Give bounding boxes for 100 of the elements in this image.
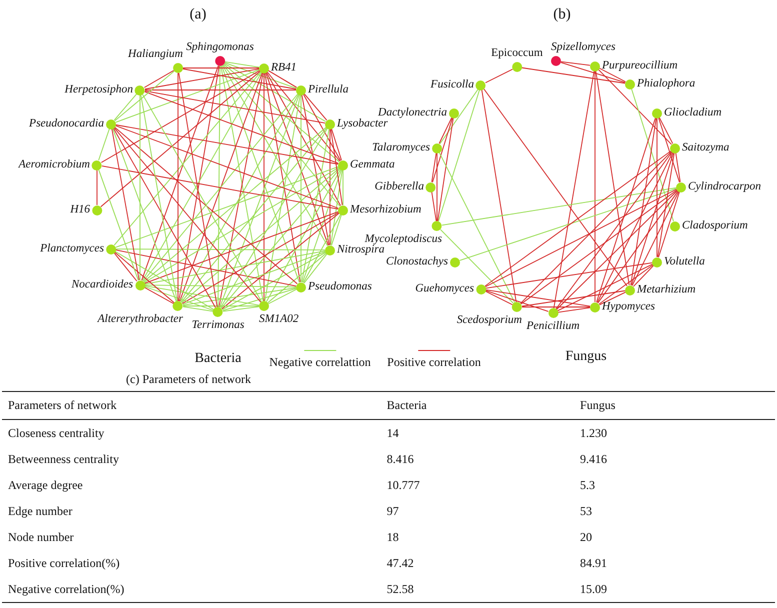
- correlation-line: [440, 229, 514, 304]
- correlation-line: [144, 90, 326, 124]
- table-cell: 52.58: [380, 576, 574, 602]
- table-cell-text: 84.91: [579, 554, 608, 572]
- panel-label: (b): [553, 6, 571, 24]
- node-label: Volutella: [664, 256, 705, 268]
- correlation-line: [222, 64, 340, 207]
- correlation-line: [223, 64, 340, 162]
- correlation-line: [484, 88, 628, 286]
- correlation-line: [331, 214, 342, 246]
- correlation-line: [266, 71, 340, 162]
- correlation-line: [182, 68, 297, 90]
- correlation-line: [658, 117, 680, 183]
- node-label: Purpureocillium: [602, 60, 678, 72]
- correlation-line: [142, 72, 262, 282]
- node-label: Pseudonocardia: [29, 118, 104, 130]
- correlation-line: [98, 128, 110, 161]
- correlation-line: [266, 168, 341, 302]
- correlation-line: [115, 125, 339, 209]
- correlation-line: [302, 169, 342, 283]
- correlation-line: [596, 152, 674, 303]
- correlation-line: [481, 89, 517, 303]
- panel-label: (a): [190, 6, 206, 24]
- correlation-line: [144, 68, 260, 90]
- correlation-line: [485, 290, 513, 306]
- correlation-line: [598, 69, 672, 145]
- correlation-line: [657, 152, 675, 258]
- correlation-line: [114, 252, 175, 304]
- correlation-line: [180, 94, 299, 302]
- node-label: Guehomyces: [415, 282, 474, 296]
- correlation-line: [437, 118, 454, 222]
- correlation-line: [101, 165, 339, 210]
- correlation-line: [142, 93, 298, 282]
- legend-text: Negative correlattion: [269, 355, 371, 370]
- node-label: H16: [70, 204, 90, 216]
- correlation-line: [431, 152, 437, 182]
- table-cell-text: Node number: [7, 528, 75, 546]
- node-label: Nitrospira: [337, 244, 385, 256]
- node-label: Aeromicrobium: [18, 158, 90, 172]
- correlation-line: [302, 214, 342, 284]
- correlation-line: [303, 94, 341, 162]
- node-label: SM1A02: [259, 313, 299, 326]
- node-label: Scedosporium: [456, 314, 522, 327]
- correlation-line: [266, 72, 342, 206]
- correlation-line: [224, 61, 260, 68]
- correlation-line: [114, 127, 262, 303]
- correlation-line: [330, 128, 343, 206]
- node-label: Planctomyces: [40, 242, 104, 256]
- correlation-line: [330, 170, 343, 246]
- node-label: Herpetosiphon: [64, 84, 133, 96]
- correlation-line: [486, 262, 652, 289]
- node-label: Nocardioides: [71, 278, 133, 292]
- node-label: Mycoleptodiscus: [364, 233, 442, 245]
- table-cell-text: 10.777: [386, 476, 421, 494]
- node-label: Altererythrobacter: [98, 313, 183, 326]
- correlation-line: [520, 190, 678, 304]
- correlation-line: [560, 61, 590, 66]
- network-caption: Bacteria: [194, 351, 242, 367]
- node-label: Gliocladium: [664, 106, 722, 120]
- correlation-line: [304, 93, 328, 121]
- correlation-line: [560, 62, 626, 83]
- correlation-line: [224, 62, 297, 89]
- correlation-line: [597, 190, 679, 304]
- table-cell-text: 20: [579, 528, 594, 546]
- correlation-line: [142, 94, 262, 302]
- correlation-line: [182, 306, 214, 312]
- correlation-line: [658, 117, 674, 144]
- correlation-line: [144, 250, 326, 285]
- table-cell: 14: [380, 420, 574, 446]
- node-label: Gemmata: [350, 158, 395, 172]
- correlation-line: [181, 168, 340, 304]
- node-label: Clonostachys: [386, 256, 448, 268]
- table-cell-text: 8.416: [386, 450, 415, 468]
- correlation-line: [633, 265, 654, 287]
- correlation-line: [632, 191, 680, 286]
- correlation-line: [432, 117, 453, 183]
- correlation-line: [522, 290, 626, 307]
- correlation-line: [144, 70, 174, 88]
- correlation-line: [439, 88, 479, 144]
- node-label: Terrimonas: [192, 319, 244, 332]
- correlation-line: [598, 264, 654, 305]
- node-label: Haliangium: [128, 48, 183, 61]
- correlation-line: [300, 94, 302, 282]
- node-label: Cylindrocarpon: [688, 180, 762, 194]
- correlation-line: [222, 252, 326, 310]
- correlation-line: [304, 253, 328, 284]
- correlation-line: [113, 128, 216, 308]
- legend-text: Positive correlation: [387, 355, 481, 370]
- correlation-line: [100, 70, 260, 163]
- correlation-line: [112, 128, 177, 302]
- node-label: Fusicolla: [430, 78, 474, 92]
- correlation-line: [485, 188, 677, 288]
- correlation-line: [144, 167, 340, 283]
- correlation-line: [144, 91, 339, 164]
- node-label: Saitozyma: [682, 142, 730, 154]
- correlation-line: [268, 288, 297, 304]
- correlation-line: [144, 285, 260, 306]
- correlation-line: [218, 66, 220, 308]
- correlation-line: [140, 94, 178, 302]
- correlation-line: [675, 152, 681, 182]
